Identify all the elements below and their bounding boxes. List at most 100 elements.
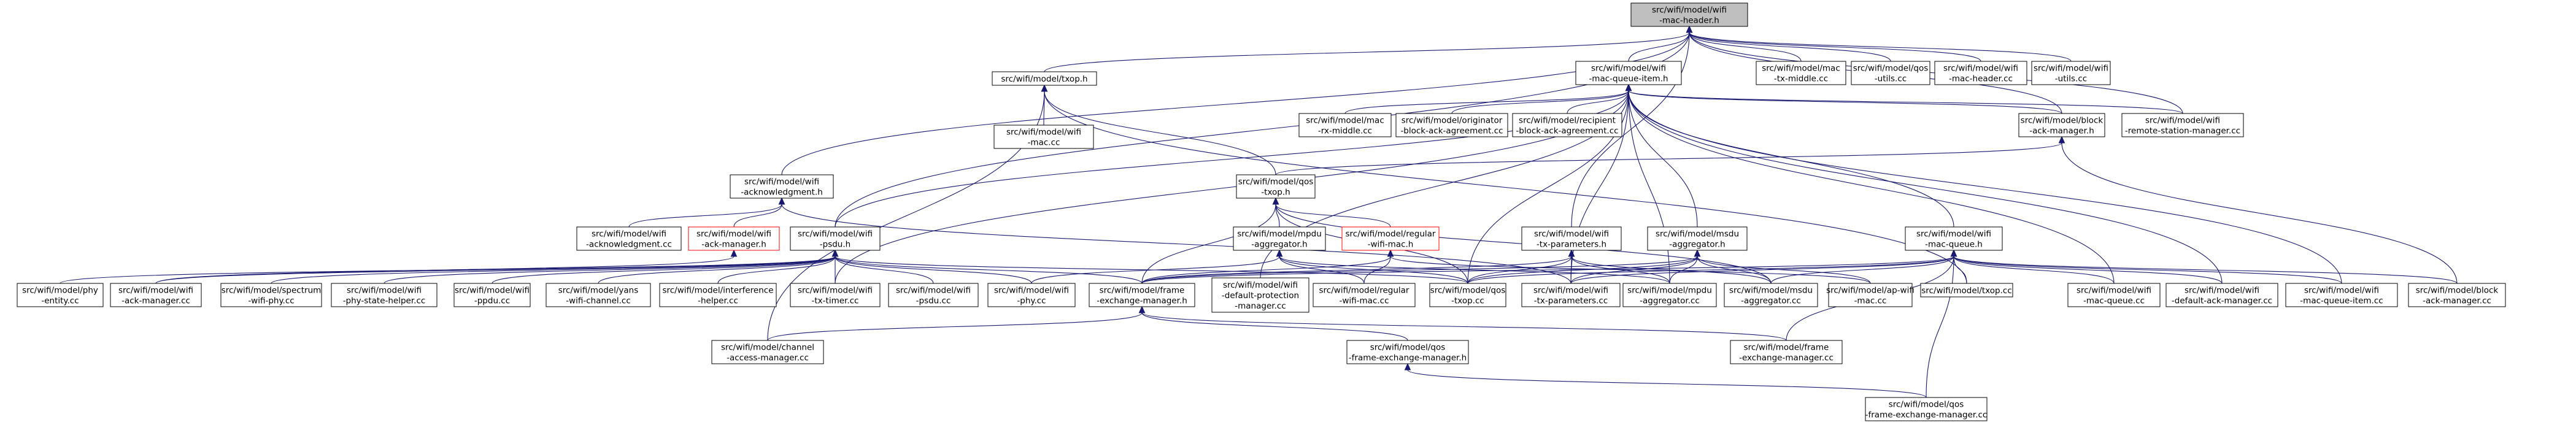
- node-label-line: src/wifi/model/wifi: [994, 286, 1069, 296]
- file-node-mac_queue_item_h[interactable]: src/wifi/model/wifi-mac-queue-item.h: [1575, 61, 1682, 85]
- file-node-regular_wifi_mac_cc[interactable]: src/wifi/model/regular-wifi-mac.cc: [1313, 283, 1416, 307]
- file-node-wifi_tx_timer_cc[interactable]: src/wifi/model/wifi-tx-timer.cc: [790, 283, 881, 307]
- node-box: [1647, 226, 1748, 251]
- file-node-interference_helper_cc[interactable]: src/wifi/model/interference-helper.cc: [659, 283, 777, 307]
- file-node-wifi_psdu_cc[interactable]: src/wifi/model/wifi-psdu.cc: [888, 283, 979, 307]
- file-node-recipient_cc[interactable]: src/wifi/model/recipient-block-ack-agree…: [1512, 113, 1622, 137]
- node-label-line: src/wifi/model/wifi: [347, 286, 422, 296]
- file-node-acknowledgment_cc[interactable]: src/wifi/model/wifi-acknowledgment.cc: [576, 226, 682, 251]
- include-edge-mac_queue_item_h-to-mac_queue_item_cc: [1625, 83, 2342, 284]
- node-label-line: -txop.h: [1261, 188, 1290, 198]
- file-node-wifi_ack_manager_cc[interactable]: src/wifi/model/wifi-ack-manager.cc: [110, 283, 202, 307]
- file-node-qos_frame_exchange_manager_h[interactable]: src/wifi/model/qos-frame-exchange-manage…: [1346, 340, 1469, 364]
- file-node-wifi_ppdu_cc[interactable]: src/wifi/model/wifi-ppdu.cc: [453, 283, 531, 307]
- node-label-line: -exchange-manager.cc: [1739, 353, 1834, 363]
- node-label-line: -remote-station-manager.cc: [2125, 126, 2240, 136]
- file-node-block_ack_manager_h[interactable]: src/wifi/model/block-ack-manager.h: [2018, 113, 2105, 137]
- file-node-wifi_phy_cc[interactable]: src/wifi/model/wifi-phy.cc: [987, 283, 1076, 307]
- node-box: [1341, 226, 1440, 251]
- file-node-txop_h[interactable]: src/wifi/model/txop.h: [992, 71, 1097, 86]
- node-box: [1233, 226, 1326, 251]
- node-box: [331, 283, 438, 307]
- node-box: [2285, 283, 2398, 307]
- node-box: [1512, 113, 1622, 137]
- file-node-qos_txop_h[interactable]: src/wifi/model/qos-txop.h: [1236, 174, 1316, 199]
- file-node-phy_state_helper_cc[interactable]: src/wifi/model/wifi-phy-state-helper.cc: [331, 283, 438, 307]
- node-box: [1865, 397, 1988, 421]
- file-node-remote_station_manager_cc[interactable]: src/wifi/model/wifi-remote-station-manag…: [2121, 113, 2244, 137]
- file-node-block_ack_manager_cc[interactable]: src/wifi/model/block-ack-manager.cc: [2408, 283, 2506, 307]
- nodes-layer: src/wifi/model/wifi-mac-header.hsrc/wifi…: [17, 2, 2506, 421]
- file-node-ap_wifi_mac_cc[interactable]: src/wifi/model/ap-wifi-mac.cc: [1826, 283, 1915, 307]
- node-box: [1630, 2, 1748, 27]
- node-box: [453, 283, 531, 307]
- include-edge-msdu_aggregator_h-to-tx_parameters_cc: [1570, 249, 1701, 284]
- file-node-default_ack_manager_cc[interactable]: src/wifi/model/wifi-default-ack-manager.…: [2165, 283, 2278, 307]
- file-node-msdu_aggregator_h[interactable]: src/wifi/model/msdu-aggregator.h: [1647, 226, 1748, 251]
- node-label-line: src/wifi/model/channel: [721, 343, 814, 353]
- include-edge-mac_queue_item_h-to-wifi_psdu_h: [835, 83, 1632, 228]
- file-node-mac_rx_middle_cc[interactable]: src/wifi/model/mac-rx-middle.cc: [1298, 113, 1392, 137]
- node-label-line: -utils.cc: [2055, 74, 2087, 84]
- file-node-mac_tx_middle_cc[interactable]: src/wifi/model/mac-tx-middle.cc: [1756, 61, 1846, 85]
- node-label-line: src/wifi/model/wifi: [896, 286, 971, 296]
- node-label-line: -block-ack-agreement.cc: [1400, 126, 1503, 136]
- include-edge-msdu_aggregator_h-to-ap_wifi_mac_cc: [1694, 249, 1871, 284]
- file-node-txop_cc[interactable]: src/wifi/model/txop.cc: [1920, 283, 2013, 298]
- file-node-yans_wifi_channel_cc[interactable]: src/wifi/model/yans-wifi-channel.cc: [546, 283, 651, 307]
- file-node-originator_cc[interactable]: src/wifi/model/originator-block-ack-agre…: [1395, 113, 1508, 137]
- node-box: [1521, 283, 1621, 307]
- file-node-wifi_ack_manager_h[interactable]: src/wifi/model/wifi-ack-manager.h: [688, 226, 780, 251]
- node-box: [1934, 61, 2027, 85]
- node-label-line: src/wifi/model/wifi: [744, 177, 819, 187]
- node-label-line: -wifi-mac.h: [1368, 240, 1414, 250]
- node-label-line: -aggregator.h: [1251, 240, 1307, 250]
- node-label-line: -aggregator.cc: [1640, 296, 1700, 306]
- file-node-qos_txop_cc[interactable]: src/wifi/model/qos-txop.cc: [1429, 283, 1506, 307]
- file-node-wifi_mac_queue_h[interactable]: src/wifi/model/wifi-mac-queue.h: [1905, 226, 2003, 251]
- file-node-wifi_psdu_h[interactable]: src/wifi/model/wifi-psdu.h: [790, 226, 881, 251]
- file-node-channel_access_manager_cc[interactable]: src/wifi/model/channel-access-manager.cc: [711, 340, 824, 364]
- node-box: [2408, 283, 2506, 307]
- node-label-line: -txop.cc: [1451, 296, 1484, 306]
- node-label-line: src/wifi/model/wifi: [592, 229, 666, 239]
- file-node-mac_header_h[interactable]: src/wifi/model/wifi-mac-header.h: [1630, 2, 1748, 27]
- node-label-line: -frame-exchange-manager.cc: [1865, 410, 1988, 420]
- node-label-line: src/wifi/model/spectrum: [222, 286, 322, 296]
- node-label-line: -wifi-phy.cc: [248, 296, 294, 306]
- file-node-regular_wifi_mac_h[interactable]: src/wifi/model/regular-wifi-mac.h: [1341, 226, 1440, 251]
- file-node-qos_frame_exchange_manager_cc[interactable]: src/wifi/model/qos-frame-exchange-manage…: [1865, 397, 1988, 421]
- file-node-mac_queue_item_cc[interactable]: src/wifi/model/wifi-mac-queue-item.cc: [2285, 283, 2398, 307]
- file-node-frame_exchange_manager_h[interactable]: src/wifi/model/frame-exchange-manager.h: [1089, 283, 1195, 307]
- file-node-default_protection_manager_cc[interactable]: src/wifi/model/wifi-default-protection-m…: [1211, 277, 1309, 313]
- file-node-tx_parameters_cc[interactable]: src/wifi/model/wifi-tx-parameters.cc: [1521, 283, 1621, 307]
- file-node-frame_exchange_manager_cc[interactable]: src/wifi/model/frame-exchange-manager.cc: [1730, 340, 1843, 364]
- node-label-line: -rx-middle.cc: [1318, 126, 1372, 136]
- include-edge-qos_frame_exchange_manager_h-to-qos_frame_exchange_manager_cc: [1404, 363, 1927, 398]
- node-label-line: src/wifi/model/wifi: [2185, 286, 2259, 296]
- node-label-line: src/wifi/model/wifi: [798, 286, 873, 296]
- file-node-phy_entity_cc[interactable]: src/wifi/model/phy-entity.cc: [17, 283, 104, 307]
- file-node-wifi_mac_header_cc[interactable]: src/wifi/model/wifi-mac-header.cc: [1934, 61, 2027, 85]
- file-node-msdu_aggregator_cc[interactable]: src/wifi/model/msdu-aggregator.cc: [1724, 283, 1818, 307]
- file-node-tx_parameters_h[interactable]: src/wifi/model/wifi-tx-parameters.h: [1521, 226, 1622, 251]
- file-node-acknowledgment_h[interactable]: src/wifi/model/wifi-acknowledgment.h: [730, 174, 834, 199]
- node-box: [730, 174, 834, 199]
- include-edge-frame_exchange_manager_h-to-frame_exchange_manager_cc: [1138, 305, 1787, 341]
- node-label-line: src/wifi/model/recipient: [1519, 116, 1616, 126]
- file-node-qos_utils_cc[interactable]: src/wifi/model/qos-utils.cc: [1851, 61, 1930, 85]
- file-node-wifi_mac_queue_cc[interactable]: src/wifi/model/wifi-mac-queue.cc: [2067, 283, 2161, 307]
- node-label-line: -aggregator.cc: [1741, 296, 1801, 306]
- node-label-line: -mac-header.h: [1659, 16, 1719, 26]
- file-node-spectrum_wifi_phy_cc[interactable]: src/wifi/model/spectrum-wifi-phy.cc: [220, 283, 322, 307]
- file-node-wifi_mac_cc[interactable]: src/wifi/model/wifi-mac.cc: [993, 125, 1094, 149]
- node-box: [1828, 283, 1913, 307]
- file-node-wifi_utils_cc[interactable]: src/wifi/model/wifi-utils.cc: [2031, 61, 2111, 85]
- file-node-mpdu_aggregator_cc[interactable]: src/wifi/model/mpdu-aggregator.cc: [1622, 283, 1717, 307]
- include-edge-wifi_mac_queue_h-to-qos_frame_exchange_manager_cc: [1926, 249, 1957, 398]
- file-node-mpdu_aggregator_h[interactable]: src/wifi/model/mpdu-aggregator.h: [1233, 226, 1326, 251]
- node-label-line: src/wifi/model/frame: [1100, 286, 1185, 296]
- node-label-line: src/wifi/model/regular: [1346, 229, 1436, 239]
- node-box: [1730, 340, 1843, 364]
- node-label-line: -default-ack-manager.cc: [2172, 296, 2272, 306]
